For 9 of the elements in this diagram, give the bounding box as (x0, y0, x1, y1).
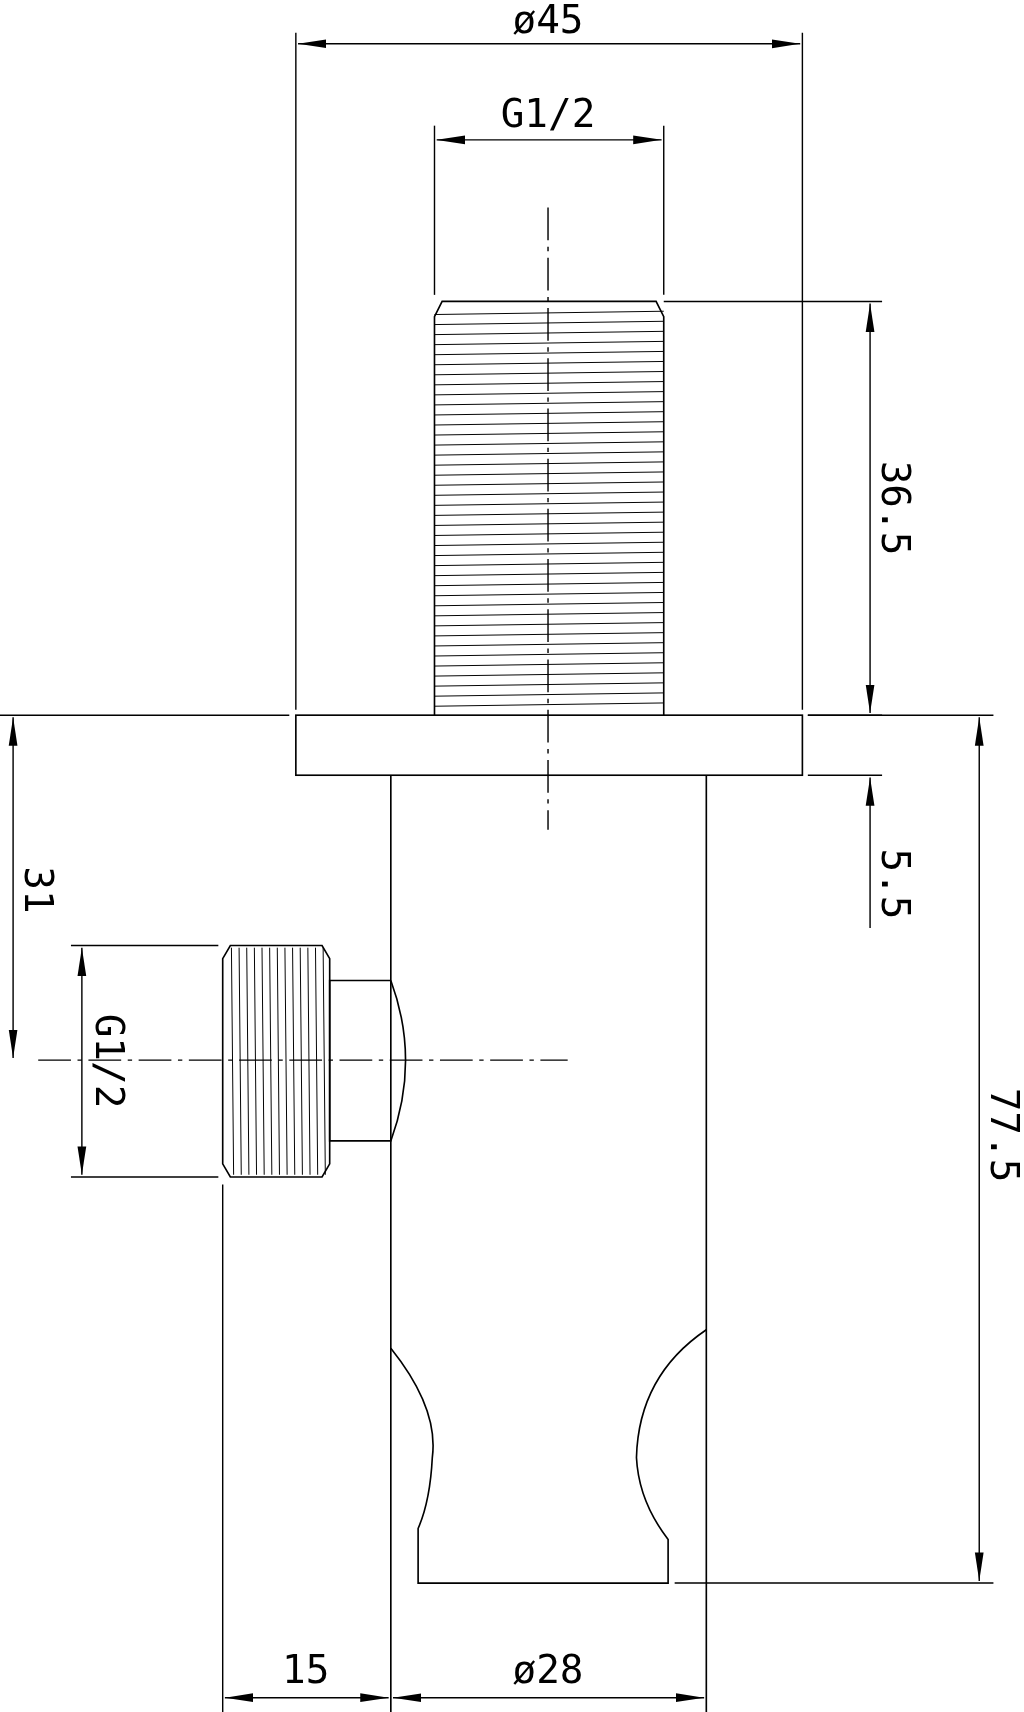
dimension-value: ø28 (512, 1650, 584, 1690)
dimension-value: 15 (282, 1650, 330, 1690)
dimension-value: 5.5 (875, 848, 915, 920)
dimension-value: 77.5 (984, 1088, 1024, 1183)
dimension-value: G1/2 (89, 1013, 129, 1109)
dimension-value: G1/2 (500, 93, 596, 134)
dimension-value: ø45 (512, 0, 584, 40)
dimension-value: 31 (18, 866, 58, 914)
dimension-value: 36.5 (875, 460, 915, 555)
